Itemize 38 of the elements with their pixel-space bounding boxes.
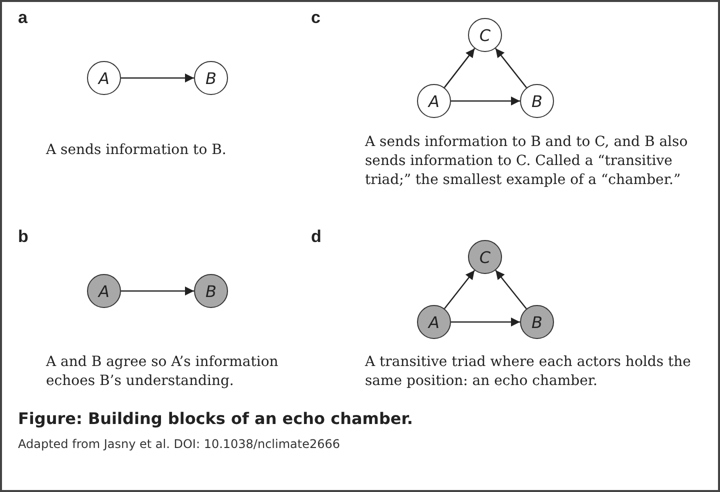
node-circle (520, 305, 554, 339)
arrow (495, 270, 527, 310)
node-circle (520, 84, 554, 118)
source-note: Adapted from Jasny et al. DOI: 10.1038/nclimate2666 (18, 437, 340, 451)
node-circle (194, 274, 228, 308)
arrow (451, 318, 520, 326)
panel-letter: d (311, 227, 322, 247)
node-circle (468, 240, 502, 274)
node-circle (87, 61, 121, 95)
node-circle (194, 61, 228, 95)
node-label: B (206, 282, 216, 300)
panel-letter: c (311, 8, 322, 28)
panel-letter: a (18, 8, 28, 28)
node-label: A (98, 282, 110, 300)
panel-letter: b (18, 227, 30, 247)
node-circle (417, 84, 451, 118)
node-label: B (206, 68, 216, 88)
arrow (444, 48, 476, 88)
node-circle (417, 305, 451, 339)
node-label: A (428, 312, 440, 332)
node-label: A (428, 92, 440, 110)
arrow (451, 96, 520, 106)
arrow (121, 286, 194, 296)
arrow (495, 48, 527, 88)
panel-caption: A transitive triad where each actors holds the same position: an echo chamber. (365, 353, 692, 391)
node-label: C (479, 26, 491, 44)
figure-title: Figure: Building blocks of an echo chamber. (18, 409, 413, 428)
arrow (444, 270, 476, 310)
arrow (121, 74, 194, 82)
node-circle (87, 274, 121, 308)
node-label: C (479, 248, 491, 266)
node-label: B (532, 92, 542, 110)
panel-caption: A sends information to B. (46, 141, 228, 160)
node-label: B (532, 312, 542, 332)
node-label: A (98, 68, 110, 88)
node-circle (468, 18, 502, 52)
panel-caption: A sends information to B and to C, and B also sends information to C. Called a “transitive triad;” the smallest example of a “chamber.” (365, 133, 689, 190)
panel-caption: A and B agree so A’s information echoes B’s understanding. (46, 353, 280, 391)
